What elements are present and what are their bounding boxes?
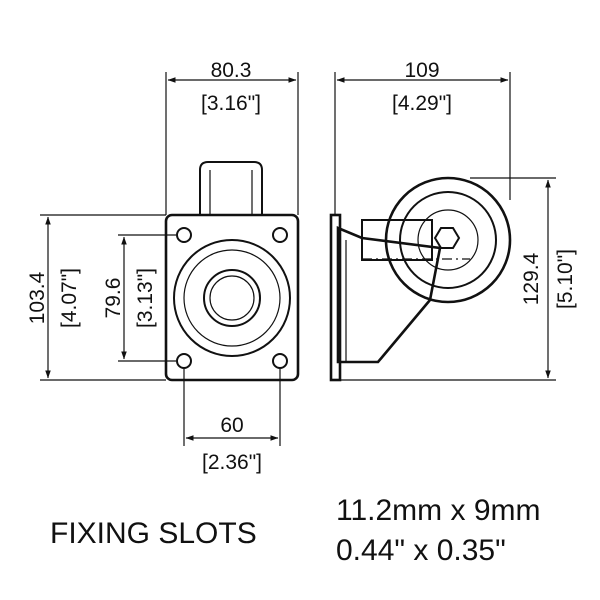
side-width-mm-label: 109 [404,59,439,82]
front-width-mm-label: 80.3 [211,59,252,82]
wheel-hub [417,209,479,271]
swivel-ring-outer [173,239,291,357]
fixing-slots-size-in: 0.44" x 0.35" [336,534,506,567]
top-plate [164,213,300,382]
bolt-hole-bottom-right [272,353,288,369]
bolt-horizontal-mm-label: 60 [220,414,243,437]
fixing-slots-size-mm: 11.2mm x 9mm [336,494,540,527]
fork-bracket [336,226,442,364]
swivel-ring-inner [203,269,261,327]
swivel-ring-middle [183,249,281,347]
wheel-outer [384,176,512,304]
overall-height-mm-label: 129.4 [520,252,543,305]
swivel-body [361,219,433,261]
bolt-hole-bottom-left [176,353,192,369]
side-width-in-label: [4.29"] [392,92,452,115]
height-in-label: [4.07"] [58,268,81,328]
front-width-in-label: [3.16"] [201,92,261,115]
bolt-vertical-mm-label: 79.6 [102,278,125,319]
bolt-holes [176,227,288,369]
bolt-hole-top-right [272,227,288,243]
overall-height-in-label: [5.10"] [554,249,577,309]
fixing-slots-note: FIXING SLOTS 11.2mm x 9mm 0.44" x 0.35" [50,494,540,567]
bolt-horizontal-in-label: [2.36"] [202,451,262,474]
bolt-vertical-in-label: [3.13"] [134,268,157,328]
wheel-tread-inner [399,191,497,289]
fixing-slots-label: FIXING SLOTS [50,517,257,550]
swivel-hub [209,275,255,321]
side-view: 109 [4.29"] 129.4 [5.10"] [329,59,577,382]
swivel-housing [199,161,263,214]
axle-nut-icon [433,227,461,249]
front-view: 80.3 [3.16"] 103.4 [4.07"] 79.6 [3.13"] … [26,59,300,474]
bolt-hole-top-left [176,227,192,243]
height-mm-label: 103.4 [26,271,49,324]
